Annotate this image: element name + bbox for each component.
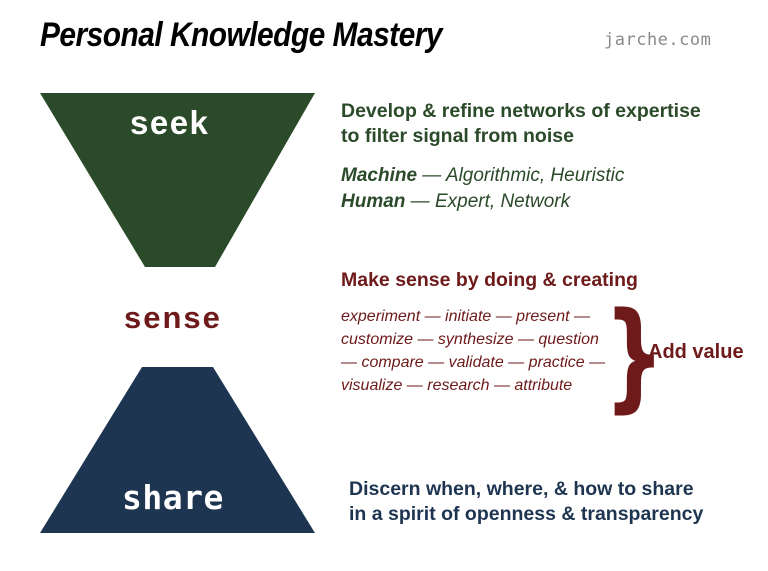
share-heading-line-1: Discern when, where, & how to share	[349, 478, 694, 500]
share-heading-line-2: in a spirit of openness & transparency	[349, 503, 704, 525]
share-stage-label: share	[122, 478, 224, 517]
share-description-block: Discern when, where, & how to share in a…	[349, 477, 703, 527]
seek-detail-value: Expert, Network	[434, 191, 571, 212]
seek-description-block: Develop & refine networks of expertise t…	[341, 99, 701, 215]
curly-brace-icon: }	[604, 286, 665, 424]
seek-detail-term: Human	[341, 191, 406, 212]
site-credit: jarche.com	[604, 30, 712, 50]
sense-description-block: Make sense by doing & creating experimen…	[341, 268, 638, 397]
seek-detail-dash: —	[417, 165, 446, 186]
sense-verb-line: — compare — validate — practice —	[341, 354, 606, 371]
seek-detail-row: Human — Expert, Network	[341, 189, 701, 215]
seek-detail-dash: —	[405, 191, 435, 212]
add-value-brace: }	[604, 296, 664, 414]
seek-detail-term: Machine	[341, 165, 418, 186]
seek-heading-line-1: Develop & refine networks of expertise	[341, 100, 701, 122]
seek-detail-row: Machine — Algorithmic, Heuristic	[341, 163, 701, 189]
sense-verb-line: visualize — research — attribute	[341, 377, 573, 394]
add-value-label: Add value	[648, 341, 744, 363]
sense-stage-label: sense	[124, 300, 222, 335]
seek-heading-line-2: to filter signal from noise	[341, 125, 574, 147]
sense-verb-list: experiment — initiate — present — custom…	[341, 305, 606, 397]
sense-verb-line: experiment — initiate — present —	[341, 308, 590, 325]
sense-verb-line: customize — synthesize — question	[341, 331, 599, 348]
seek-detail-list: Machine — Algorithmic, Heuristic Human —…	[341, 163, 701, 215]
page-title: Personal Knowledge Mastery	[40, 16, 442, 54]
seek-detail-value: Algorithmic, Heuristic	[445, 165, 625, 186]
seek-stage-label: seek	[130, 104, 210, 141]
sense-heading-line-1: Make sense by doing & creating	[341, 269, 638, 291]
